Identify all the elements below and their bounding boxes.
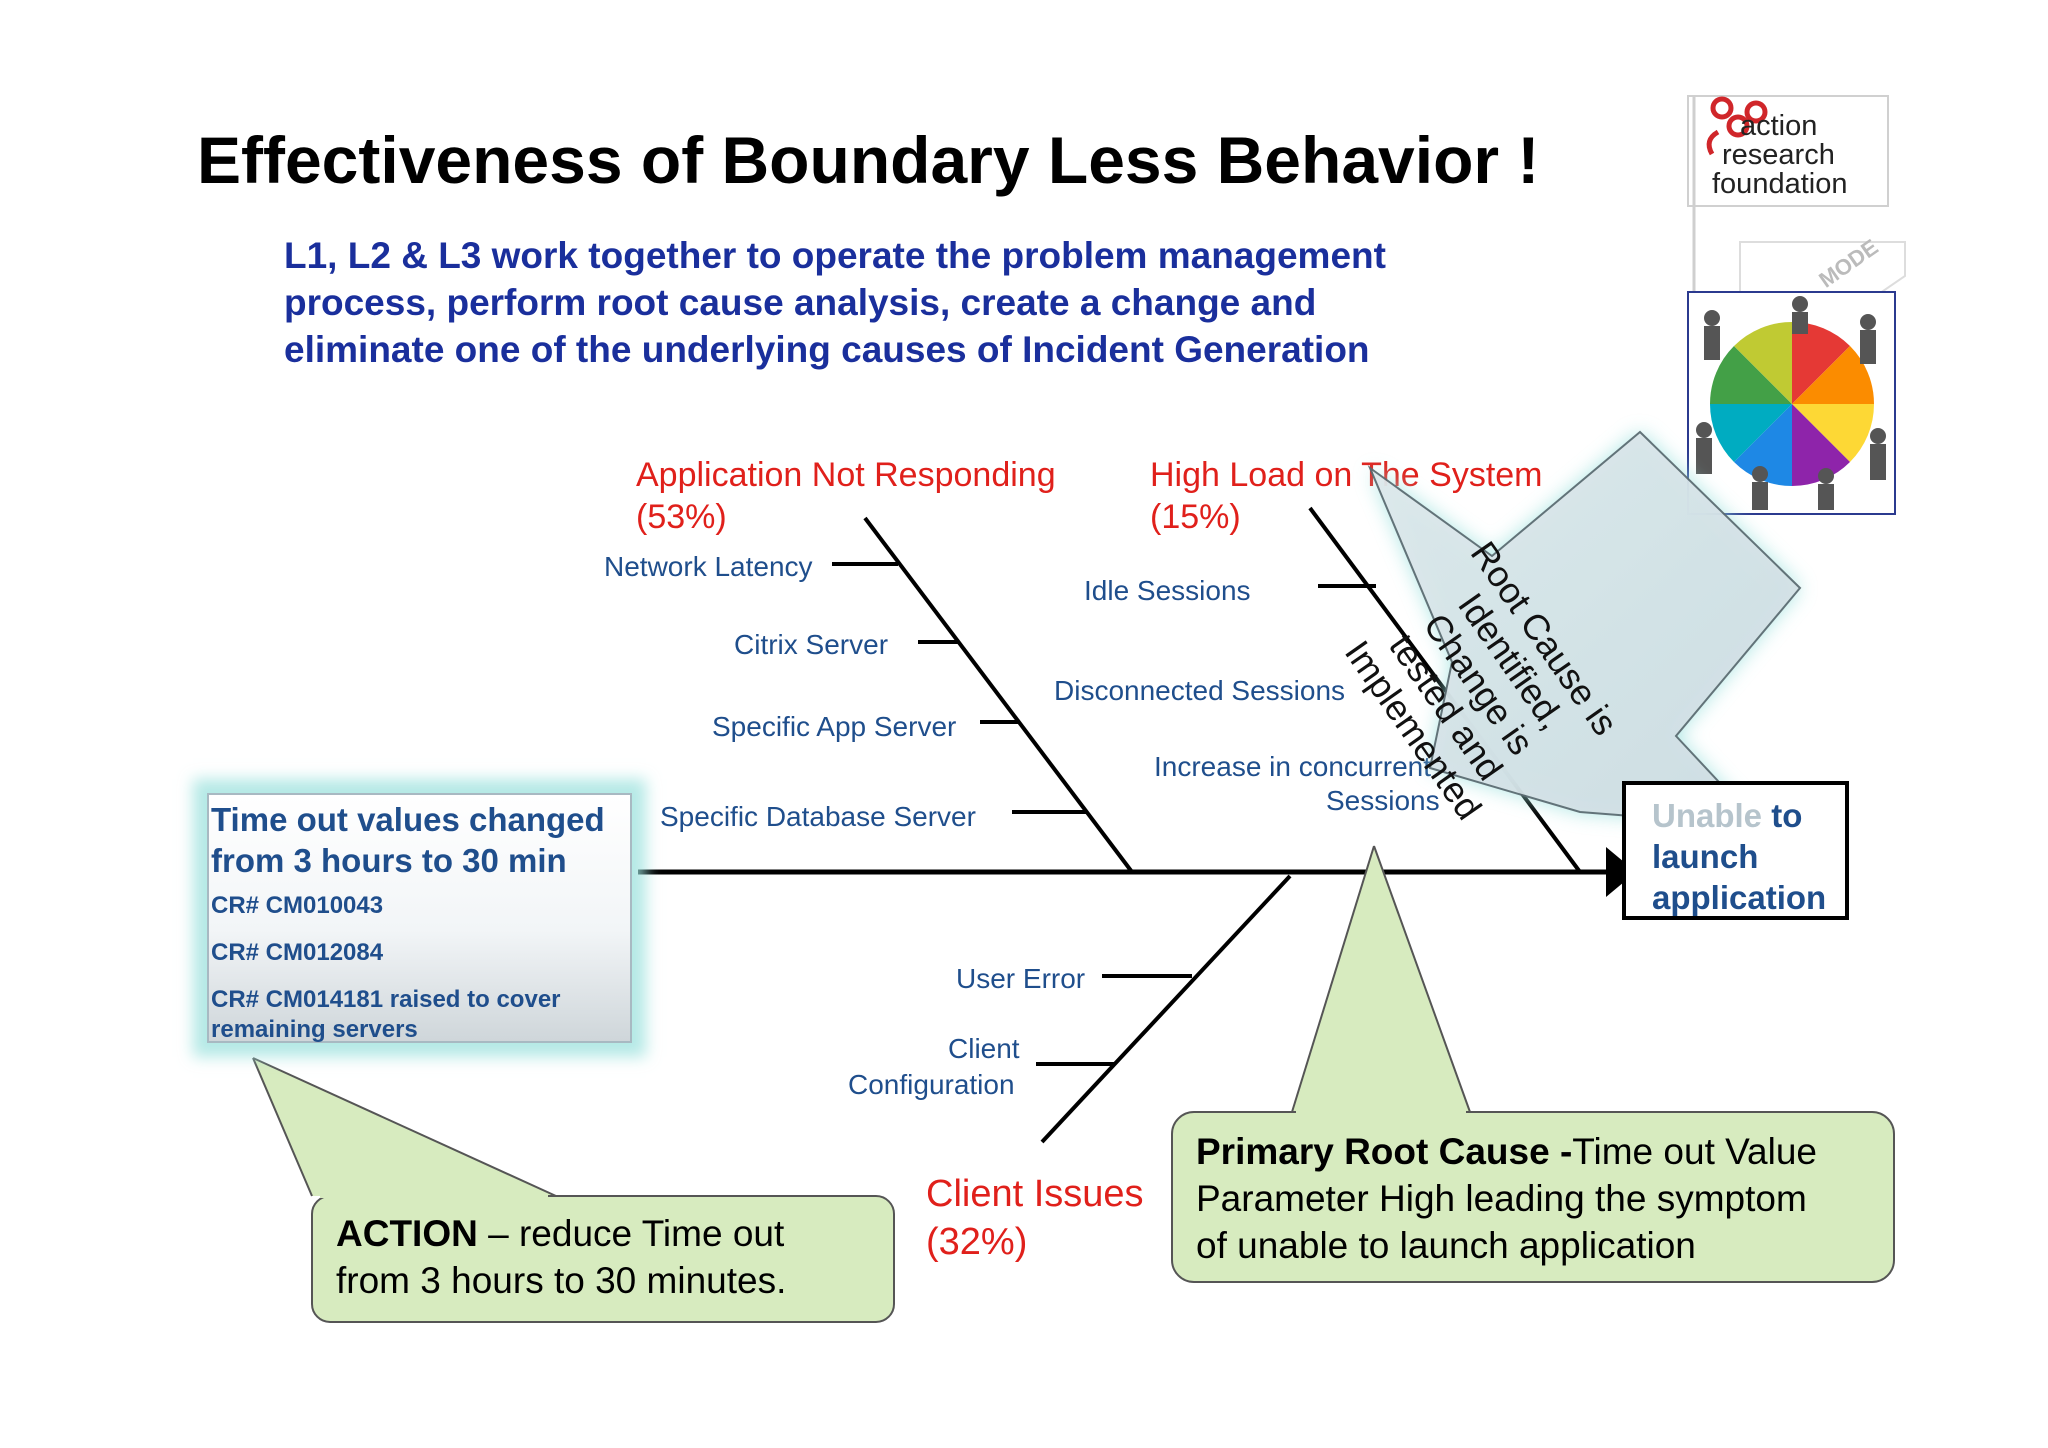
- cause-specific-database-server: Specific Database Server: [660, 801, 976, 832]
- category-client-issues-pct: (32%): [926, 1221, 1027, 1263]
- primary-pointer-edge-right: [1373, 845, 1471, 1113]
- cause-citrix-server: Citrix Server: [734, 629, 888, 660]
- cr-cm012084: CR# CM012084: [211, 939, 384, 966]
- logo-wordmark: action research foundation: [1712, 112, 1847, 199]
- effect-line3: application: [1652, 879, 1827, 916]
- category-application-label: Application Not Responding: [636, 456, 1056, 494]
- page-subtitle: L1, L2 & L3 work together to operate the…: [284, 235, 1386, 370]
- action-pointer-edge-left: [252, 1057, 313, 1197]
- cause-configuration: Configuration: [848, 1069, 1015, 1100]
- teamwork-picture-icon: [1687, 291, 1896, 515]
- effect-to: to: [1762, 797, 1803, 834]
- logo-frame: [1687, 95, 1889, 207]
- cause-idle-sessions: Idle Sessions: [1084, 575, 1251, 606]
- cr-cm014181-cont: remaining servers: [211, 1016, 418, 1043]
- cause-specific-app-server: Specific App Server: [712, 711, 956, 742]
- effect-box-unable-to-launch: Unable to launch application: [1622, 781, 1849, 920]
- bone-high-load: [1308, 506, 1582, 874]
- time-out-change-line1: Time out values changed: [211, 801, 605, 838]
- primary-line2: Parameter High leading the symptom: [1196, 1178, 1807, 1219]
- mode-badge: MODE: [1739, 234, 1906, 301]
- primary-label: Primary Root Cause -: [1196, 1131, 1573, 1172]
- arrow-shape: [1367, 430, 1802, 828]
- category-client-issues-label: Client Issues: [926, 1173, 1144, 1215]
- action-line1: ACTION – reduce Time out: [336, 1210, 786, 1257]
- logo: MODE: [1687, 95, 1906, 515]
- primary-pointer-edge-left: [1291, 845, 1375, 1113]
- cause-user-error: User Error: [956, 963, 1085, 994]
- primary-root-cause-callout: [1171, 1111, 1895, 1283]
- action-callout: [311, 1195, 895, 1323]
- primary-callout-pointer: [1292, 846, 1470, 1112]
- action-callout-text: ACTION – reduce Time out from 3 hours to…: [336, 1210, 786, 1304]
- logo-line-action: action: [1740, 110, 1818, 142]
- time-out-change-line2: from 3 hours to 30 min: [211, 842, 567, 879]
- primary-description: Time out Value: [1572, 1131, 1818, 1172]
- page-title: Effectiveness of Boundary Less Behavior …: [197, 123, 1540, 197]
- cause-increase-concurrent: Increase in concurrent: [1154, 751, 1431, 782]
- category-high-load-pct: (15%): [1150, 498, 1241, 536]
- category-application-pct: (53%): [636, 498, 727, 536]
- effect-hidden-word: Unable: [1652, 797, 1763, 834]
- bone-client-issues: [1040, 874, 1292, 1144]
- category-high-load-label: High Load on The System: [1150, 456, 1543, 494]
- logo-line-foundation: foundation: [1712, 168, 1848, 200]
- root-cause-arrow-callout: [1367, 430, 1802, 828]
- primary-callout-text: Primary Root Cause -Time out Value Param…: [1196, 1128, 1817, 1269]
- action-label: ACTION: [336, 1213, 478, 1254]
- primary-line3: of unable to launch application: [1196, 1225, 1696, 1266]
- action-line2: from 3 hours to 30 minutes.: [336, 1260, 787, 1301]
- cause-disconnected-sessions: Disconnected Sessions: [1054, 675, 1345, 706]
- cause-client: Client: [948, 1033, 1020, 1064]
- cause-increase-sessions: Sessions: [1326, 785, 1440, 816]
- action-pointer-edge-right: [252, 1057, 557, 1197]
- effect-line2: launch: [1652, 838, 1759, 875]
- cr-cm014181: CR# CM014181 raised to cover: [211, 986, 561, 1013]
- cr-cm010043: CR# CM010043: [211, 892, 384, 919]
- action-description: – reduce Time out: [477, 1213, 785, 1254]
- spine-arrowhead: [1606, 847, 1636, 897]
- time-out-change-box: Time out values changed from 3 hours to …: [207, 793, 632, 1043]
- cause-network-latency: Network Latency: [604, 551, 813, 582]
- effect-line1: Unable to: [1652, 795, 1845, 836]
- logo-mark-icon: [1706, 96, 1768, 156]
- logo-line-research: research: [1722, 139, 1835, 171]
- primary-line1: Primary Root Cause -Time out Value: [1196, 1128, 1817, 1175]
- bone-application-not-responding: [863, 516, 1134, 874]
